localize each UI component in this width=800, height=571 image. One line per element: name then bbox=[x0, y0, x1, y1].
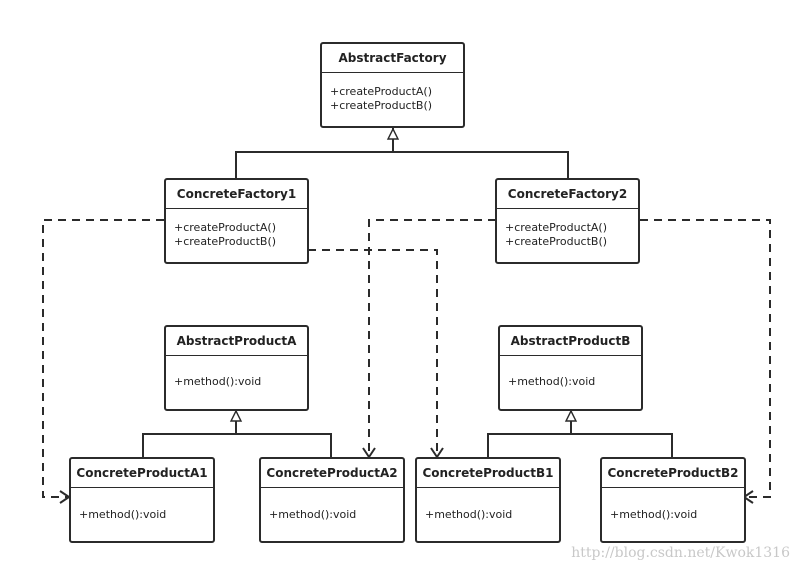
operation: +method():void bbox=[174, 375, 262, 388]
class-name: ConcreteFactory2 bbox=[497, 180, 638, 209]
operation: +method():void bbox=[79, 508, 167, 521]
class-operations: +createProductA() +createProductB() bbox=[166, 209, 307, 249]
dependency-factory1-to-b1 bbox=[308, 249, 438, 456]
class-concrete-factory2: ConcreteFactory2 +createProductA() +crea… bbox=[495, 178, 640, 264]
class-abstract-product-a: AbstractProductA +method():void bbox=[164, 325, 309, 411]
class-name: ConcreteProductB2 bbox=[602, 459, 744, 488]
class-concrete-product-b1: ConcreteProductB1 +method():void bbox=[415, 457, 561, 543]
dependency-factory2-to-b2 bbox=[640, 219, 771, 498]
class-operations: +method():void bbox=[500, 356, 641, 389]
class-concrete-factory1: ConcreteFactory1 +createProductA() +crea… bbox=[164, 178, 309, 264]
operation: +createProductB() bbox=[174, 235, 277, 248]
operation: +createProductB() bbox=[505, 235, 608, 248]
dependency-factory1-to-a1 bbox=[42, 219, 164, 498]
class-operations: +method():void bbox=[261, 488, 403, 522]
class-operations: +method():void bbox=[71, 488, 213, 522]
class-operations: +createProductA() +createProductB() bbox=[322, 73, 463, 113]
class-name: ConcreteProductB1 bbox=[417, 459, 559, 488]
class-name: AbstractProductA bbox=[166, 327, 307, 356]
operation: +method():void bbox=[610, 508, 698, 521]
class-operations: +createProductA() +createProductB() bbox=[497, 209, 638, 249]
inheritance-products-a bbox=[142, 433, 332, 459]
class-abstract-factory: AbstractFactory +createProductA() +creat… bbox=[320, 42, 465, 128]
class-concrete-product-a1: ConcreteProductA1 +method():void bbox=[69, 457, 215, 543]
operation: +createProductA() bbox=[505, 221, 608, 234]
operation: +method():void bbox=[508, 375, 596, 388]
operation: +createProductB() bbox=[330, 99, 433, 112]
triangle-abstract-factory bbox=[386, 127, 400, 140]
inheritance-factory1 bbox=[235, 151, 569, 179]
class-operations: +method():void bbox=[417, 488, 559, 522]
class-name: AbstractFactory bbox=[322, 44, 463, 73]
operation: +createProductA() bbox=[174, 221, 277, 234]
inheritance-products-b bbox=[487, 433, 673, 459]
class-concrete-product-b2: ConcreteProductB2 +method():void bbox=[600, 457, 746, 543]
class-name: AbstractProductB bbox=[500, 327, 641, 356]
class-operations: +method():void bbox=[166, 356, 307, 389]
operation: +createProductA() bbox=[330, 85, 433, 98]
class-concrete-product-a2: ConcreteProductA2 +method():void bbox=[259, 457, 405, 543]
dependency-factory2-to-a2 bbox=[368, 219, 496, 456]
class-name: ConcreteProductA1 bbox=[71, 459, 213, 488]
class-name: ConcreteProductA2 bbox=[261, 459, 403, 488]
triangle-abstract-product-b bbox=[564, 409, 578, 422]
operation: +method():void bbox=[425, 508, 513, 521]
operation: +method():void bbox=[269, 508, 357, 521]
class-operations: +method():void bbox=[602, 488, 744, 522]
arrowhead-a1 bbox=[59, 490, 71, 504]
class-name: ConcreteFactory1 bbox=[166, 180, 307, 209]
watermark: http://blog.csdn.net/Kwok1316 bbox=[571, 545, 790, 561]
class-abstract-product-b: AbstractProductB +method():void bbox=[498, 325, 643, 411]
triangle-abstract-product-a bbox=[229, 409, 243, 422]
